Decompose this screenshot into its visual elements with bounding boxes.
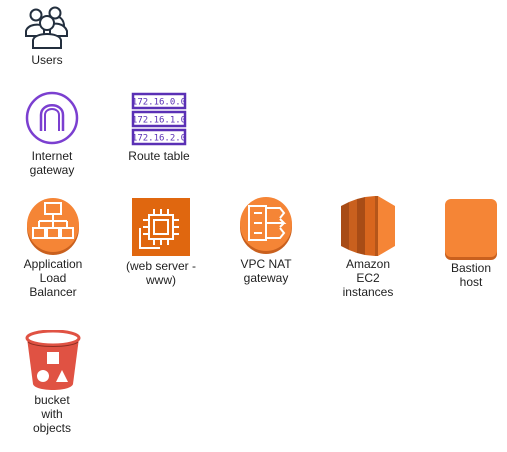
route-entry-2: 172.16.1.0 xyxy=(132,116,186,126)
internet-gateway-label: Internet gateway xyxy=(29,149,75,177)
users-icon xyxy=(24,6,70,50)
s3-bucket-icon xyxy=(25,330,81,392)
users-label: Users xyxy=(31,53,63,67)
bastion-host-icon xyxy=(444,198,498,260)
route-table-icon: 172.16.0.0 172.16.1.0 172.16.2.0 xyxy=(131,92,187,146)
web-server-label: (web server - www) xyxy=(125,259,196,287)
alb-label: Application Load Balancer xyxy=(23,257,83,299)
ec2-instances-label: Amazon EC2 instances xyxy=(342,257,394,299)
ec2-instances-icon xyxy=(341,196,395,256)
route-entry-3: 172.16.2.0 xyxy=(132,134,186,144)
bastion-label: Bastion host xyxy=(450,261,492,289)
route-entry-1: 172.16.0.0 xyxy=(132,98,186,108)
bucket-label: bucket with objects xyxy=(32,393,72,435)
nat-gateway-label: VPC NAT gateway xyxy=(240,257,292,285)
ec2-instance-chip-icon xyxy=(132,198,190,256)
route-table-label: Route table xyxy=(128,149,190,163)
load-balancer-icon xyxy=(25,196,81,256)
nat-gateway-icon xyxy=(238,195,294,255)
internet-gateway-icon xyxy=(25,91,79,145)
